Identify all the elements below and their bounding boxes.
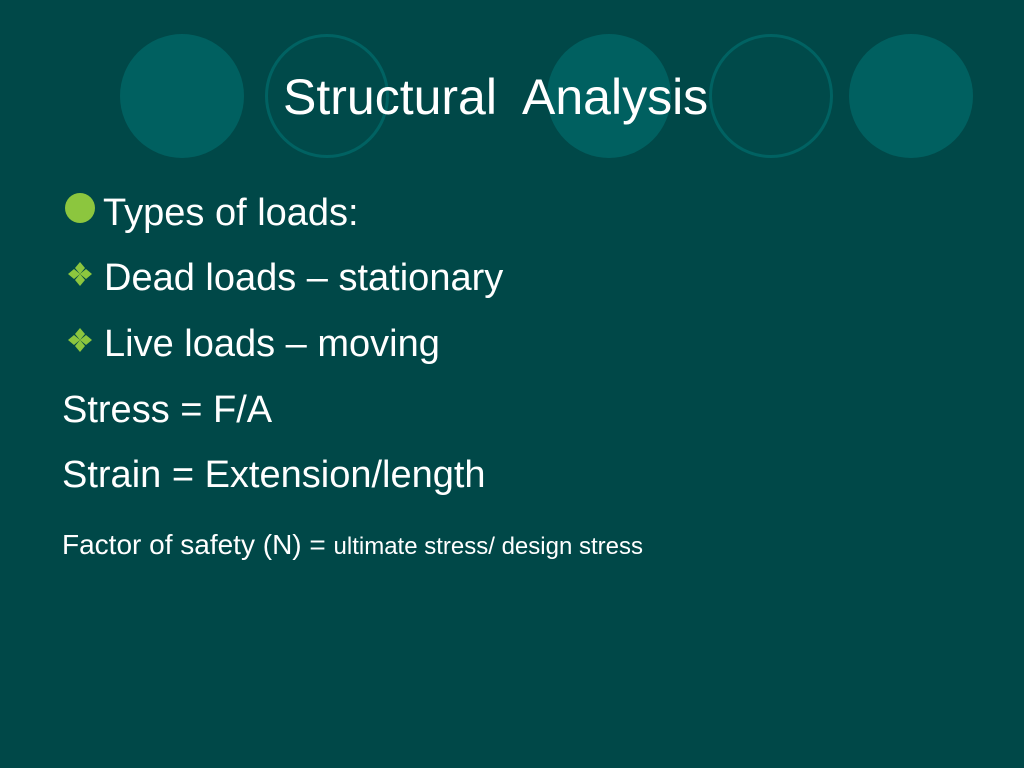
bullet-text: Dead loads – stationary: [104, 257, 504, 299]
factor-of-safety-label: Factor of safety (N) =: [62, 529, 334, 560]
bullet-text: Live loads – moving: [104, 323, 440, 365]
decorative-circle: [120, 34, 244, 158]
decorative-circle: [849, 34, 973, 158]
stress-formula: Stress = F/A: [62, 389, 273, 431]
factor-of-safety-expression: ultimate stress/ design stress: [333, 533, 643, 560]
slide-title: Structural Analysis: [283, 69, 709, 125]
sub-bullet-item: Live loads – moving: [62, 322, 440, 366]
bullet-item: Types of loads:: [62, 191, 359, 235]
decorative-ring: [709, 34, 833, 158]
sub-bullet-item: Dead loads – stationary: [62, 256, 503, 300]
decorative-circle: [547, 34, 671, 158]
strain-formula: Strain = Extension/length: [62, 454, 486, 496]
bullet-text: Types of loads:: [103, 192, 359, 234]
decorative-ring: [265, 34, 389, 158]
diamond-bullet-icon: [68, 328, 92, 352]
round-bullet-icon: [65, 193, 95, 223]
diamond-bullet-icon: [68, 262, 92, 286]
factor-of-safety-formula: Factor of safety (N) = ultimate stress/ …: [62, 527, 643, 565]
